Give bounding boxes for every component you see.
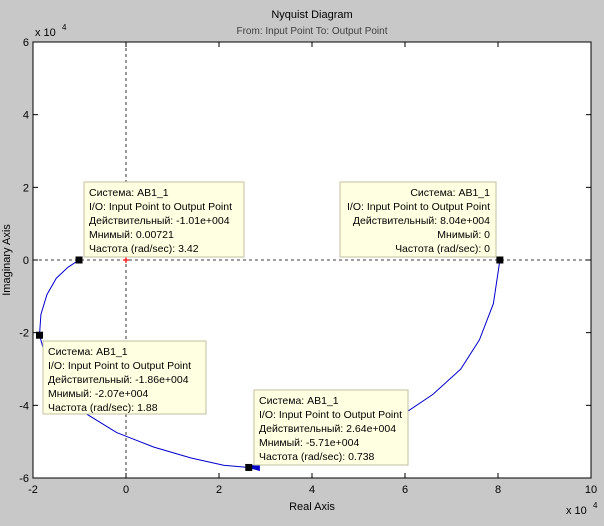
chart-title: Nyquist Diagram (271, 9, 352, 21)
datatip-line: I/O: Input Point to Output Point (89, 201, 232, 213)
datatip-box: Система: AB1_1I/O: Input Point to Output… (83, 181, 245, 258)
datatip-background (42, 340, 207, 415)
y-axis-label: Imaginary Axis (1, 224, 13, 296)
y-tick-label: 2 (23, 182, 29, 194)
y-exponent-label: x 10 (35, 27, 56, 39)
chart-subtitle: From: Input Point To: Output Point (236, 26, 387, 37)
x-exponent-label: x 10 (566, 505, 587, 517)
datatip-line: I/O: Input Point to Output Point (48, 360, 191, 372)
datatip-line: Действительный: 8.04e+004 (353, 215, 490, 227)
datatip-line: Действительный: 2.64e+004 (259, 423, 396, 435)
y-tick-label: -2 (19, 328, 29, 340)
datatip-line: Мнимый: 0 (437, 229, 490, 241)
nyquist-curve (38, 259, 501, 469)
datatip-box: Система: AB1_1I/O: Input Point to Output… (42, 340, 207, 415)
x-axis-label: Real Axis (289, 501, 335, 513)
datatip-line: Частота (rad/sec): 3.42 (89, 243, 199, 255)
x-tick-label: 6 (402, 484, 408, 496)
x-exponent-power: 4 (593, 501, 598, 510)
datatip-marker (36, 331, 44, 339)
y-tick-label: 6 (23, 37, 29, 49)
datatip-line: Система: AB1_1 (259, 395, 339, 407)
y-tick-label: 0 (23, 255, 29, 267)
datatip-line: Система: AB1_1 (48, 346, 128, 358)
x-tick-label: 2 (216, 484, 222, 496)
x-tick-label: -2 (28, 484, 38, 496)
datatip-background (339, 181, 497, 258)
x-tick-label: 0 (123, 484, 129, 496)
datatip-line: Действительный: -1.01e+004 (89, 215, 230, 227)
datatip-line: Система: AB1_1 (410, 187, 490, 199)
datatip-line: Система: AB1_1 (89, 187, 169, 199)
datatip-marker (245, 463, 253, 471)
datatip-line: I/O: Input Point to Output Point (347, 201, 490, 213)
datatip-marker (496, 256, 504, 264)
x-tick-label: 4 (309, 484, 315, 496)
datatip-background (253, 389, 409, 466)
datatip-line: Частота (rad/sec): 1.88 (48, 402, 158, 414)
datatip-line: Мнимый: -2.07e+004 (48, 388, 148, 400)
datatip-background (83, 181, 245, 258)
datatip-line: Частота (rad/sec): 0 (395, 243, 490, 255)
datatip-line: Частота (rad/sec): 0.738 (259, 451, 375, 463)
datatip-line: Мнимый: -5.71e+004 (259, 437, 359, 449)
datatip-box: Система: AB1_1I/O: Input Point to Output… (253, 389, 409, 466)
x-tick-label: 10 (585, 484, 597, 496)
datatip-line: Действительный: -1.86e+004 (48, 374, 189, 386)
datatip-box: Система: AB1_1I/O: Input Point to Output… (339, 181, 497, 258)
y-tick-label: -4 (19, 400, 29, 412)
y-tick-label: -6 (19, 473, 29, 485)
y-exponent-power: 4 (62, 23, 67, 32)
datatip-marker (75, 256, 83, 264)
datatip-line: Мнимый: 0.00721 (89, 229, 174, 241)
y-tick-label: 4 (23, 110, 29, 122)
datatip-line: I/O: Input Point to Output Point (259, 409, 402, 421)
x-tick-label: 8 (495, 484, 501, 496)
